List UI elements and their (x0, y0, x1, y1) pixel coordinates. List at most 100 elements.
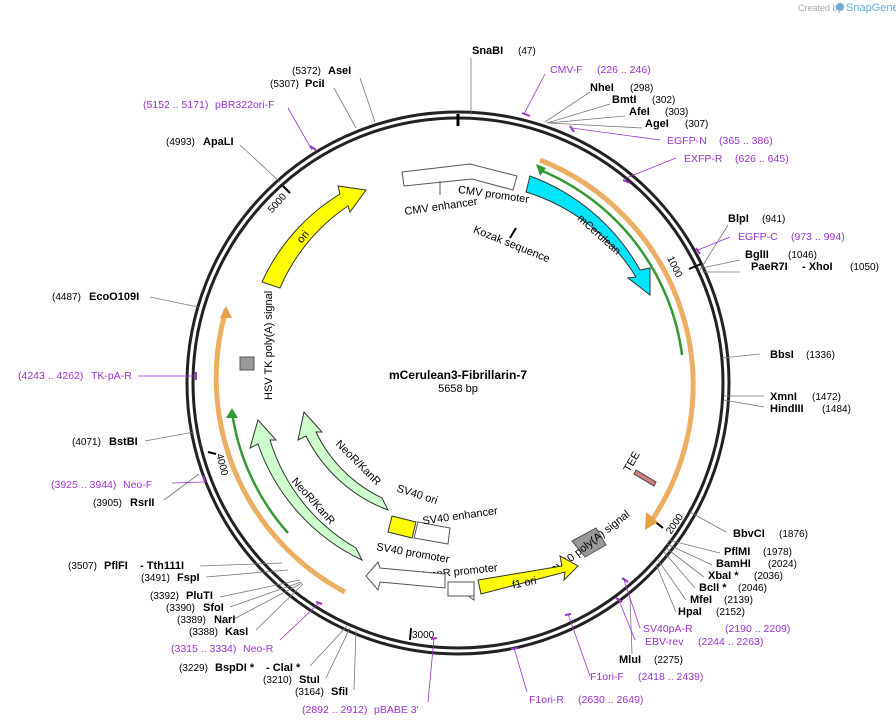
primer-f1ori-f[interactable]: F1ori-F (590, 671, 624, 683)
svg-text:(3315 .. 3334): (3315 .. 3334) (171, 643, 236, 655)
enzyme-rsrii[interactable]: RsrII (130, 497, 154, 509)
enzyme-pluti[interactable]: PluTI (186, 590, 213, 602)
enzyme-xbai[interactable]: XbaI * (708, 570, 739, 582)
enzyme-hpai[interactable]: HpaI (678, 606, 702, 618)
primer-exfp-r[interactable]: EXFP-R (684, 153, 723, 165)
primer-f1ori-r[interactable]: F1ori-R (529, 694, 564, 706)
primer-labels: CMV-F (226 .. 246) EGFP-N (365 .. 386) E… (18, 64, 845, 716)
svg-text:(941): (941) (762, 214, 785, 225)
enzyme-stui[interactable]: StuI (299, 674, 320, 686)
enzyme-kasi[interactable]: KasI (225, 626, 248, 638)
svg-text:(2630 .. 2649): (2630 .. 2649) (578, 694, 643, 706)
feature-kozak[interactable]: Kozak sequence (471, 224, 551, 266)
enzyme-snabi[interactable]: SnaBI (472, 45, 503, 57)
enzyme-bspdi[interactable]: BspDI * (215, 662, 255, 674)
svg-text:- Tth111I: - Tth111I (140, 560, 184, 572)
enzyme-labels-left: (5372) AseI (5307) PciI (4993) ApaLI (44… (52, 65, 351, 698)
enzyme-bbvci[interactable]: BbvCI (733, 528, 765, 540)
svg-text:(5307): (5307) (270, 79, 299, 90)
enzyme-nari[interactable]: NarI (214, 614, 235, 626)
svg-text:(1050): (1050) (850, 262, 879, 273)
svg-text:(3390): (3390) (166, 603, 195, 614)
enzyme-paer7i[interactable]: PaeR7I (751, 261, 788, 273)
enzyme-blpi[interactable]: BlpI (728, 213, 749, 225)
svg-text:(1046): (1046) (788, 250, 817, 261)
svg-text:(2275): (2275) (654, 655, 683, 666)
enzyme-nhei[interactable]: NheI (590, 82, 614, 94)
primer-sv40pa-r[interactable]: SV40pA-R (643, 623, 693, 635)
enzyme-sfii[interactable]: SfiI (331, 686, 348, 698)
svg-text:(2152): (2152) (716, 607, 745, 618)
enzyme-bglii[interactable]: BglII (745, 249, 769, 261)
svg-text:(5152 .. 5171): (5152 .. 5171) (143, 99, 208, 111)
feature-sv40-promoter[interactable]: SV40 promoter (365, 541, 451, 592)
primer-cmv-f[interactable]: CMV-F (550, 64, 583, 76)
enzyme-ecoo109i[interactable]: EcoO109I (89, 291, 139, 303)
svg-text:(2036): (2036) (754, 571, 783, 582)
primer-pbabe-3[interactable]: pBABE 3' (374, 704, 419, 716)
svg-text:(1484): (1484) (822, 404, 851, 415)
svg-text:(2244 .. 2263): (2244 .. 2263) (698, 636, 763, 648)
primer-egfp-c[interactable]: EGFP-C (738, 231, 778, 243)
plasmid-name: mCerulean3-Fibrillarin-7 (389, 368, 527, 382)
svg-text:(1472): (1472) (812, 392, 841, 403)
enzyme-bmti[interactable]: BmtI (612, 94, 636, 106)
svg-text:(3491): (3491) (141, 573, 170, 584)
svg-text:(4993): (4993) (166, 137, 195, 148)
feature-tee[interactable]: TEE (622, 450, 657, 487)
primer-ebv-rev[interactable]: EBV-rev (645, 636, 684, 648)
plasmid-size: 5658 bp (438, 383, 478, 395)
enzyme-sfoi[interactable]: SfoI (203, 602, 224, 614)
svg-text:(3507): (3507) (68, 561, 97, 572)
svg-text:(973 .. 994): (973 .. 994) (791, 231, 845, 243)
enzyme-agei[interactable]: AgeI (645, 118, 669, 130)
orf-right (536, 157, 696, 530)
backbone (185, 110, 731, 656)
feature-cmv-enhancer[interactable]: CMV enhancer CMV promoter (401, 163, 530, 218)
feature-mcerulean[interactable]: mCerulean (525, 175, 651, 297)
svg-text:(4487): (4487) (52, 292, 81, 303)
svg-text:(3925 .. 3944): (3925 .. 3944) (51, 479, 116, 491)
sv40-promoter-label: SV40 promoter (375, 541, 450, 566)
enzyme-mfei[interactable]: MfeI (690, 594, 712, 606)
svg-text:- ClaI *: - ClaI * (266, 662, 301, 674)
primer-tk-pa-r[interactable]: TK-pA-R (91, 370, 132, 382)
primer-neo-r[interactable]: Neo-R (243, 643, 274, 655)
enzyme-pflmi[interactable]: PflMI (724, 546, 750, 558)
svg-text:(2892 .. 2912): (2892 .. 2912) (302, 704, 367, 716)
svg-text:(298): (298) (630, 83, 653, 94)
svg-text:(2418 .. 2439): (2418 .. 2439) (638, 671, 703, 683)
svg-text:(4071): (4071) (72, 437, 101, 448)
svg-text:(3229): (3229) (179, 663, 208, 674)
enzyme-xmni[interactable]: XmnI (770, 391, 797, 403)
svg-text:(3905): (3905) (93, 498, 122, 509)
primer-neo-f[interactable]: Neo-F (123, 479, 152, 491)
enzyme-fspi[interactable]: FspI (177, 572, 200, 584)
feature-sv40-ori[interactable]: SV40 ori SV40 enhancer (387, 483, 499, 545)
enzyme-pcii[interactable]: PciI (305, 78, 325, 90)
created-by-label: Created by (798, 3, 843, 13)
svg-text:(3388): (3388) (189, 627, 218, 638)
enzyme-asei[interactable]: AseI (328, 65, 351, 77)
enzyme-hindiii[interactable]: HindIII (770, 403, 804, 415)
feature-hsv-tk-polya[interactable]: HSV TK poly(A) signal (239, 291, 275, 400)
enzyme-afei[interactable]: AfeI (629, 106, 650, 118)
svg-text:(626 .. 645): (626 .. 645) (735, 153, 789, 165)
enzyme-pflfi[interactable]: PflFI (104, 560, 128, 572)
svg-text:(2190 .. 2209): (2190 .. 2209) (725, 623, 790, 635)
primer-egfp-n[interactable]: EGFP-N (667, 135, 707, 147)
enzyme-bbsi[interactable]: BbsI (770, 349, 794, 361)
feature-f1-ori[interactable]: f1 ori (477, 555, 579, 595)
snapgene-logo-icon (836, 3, 844, 11)
sv40-ori-label: SV40 ori (395, 483, 439, 507)
enzyme-bamhi[interactable]: BamHI (716, 558, 751, 570)
enzyme-bstbi[interactable]: BstBI (109, 436, 138, 448)
enzyme-bcli[interactable]: BclI * (699, 582, 727, 594)
enzyme-connectors (144, 58, 765, 691)
enzyme-mlui[interactable]: MluI (619, 654, 641, 666)
enzyme-apali[interactable]: ApaLI (203, 136, 234, 148)
primer-pbr322ori-f[interactable]: pBR322ori-F (215, 99, 275, 111)
feature-ori[interactable]: ori (261, 185, 367, 289)
snapgene-brand: SnapGene (846, 2, 896, 14)
